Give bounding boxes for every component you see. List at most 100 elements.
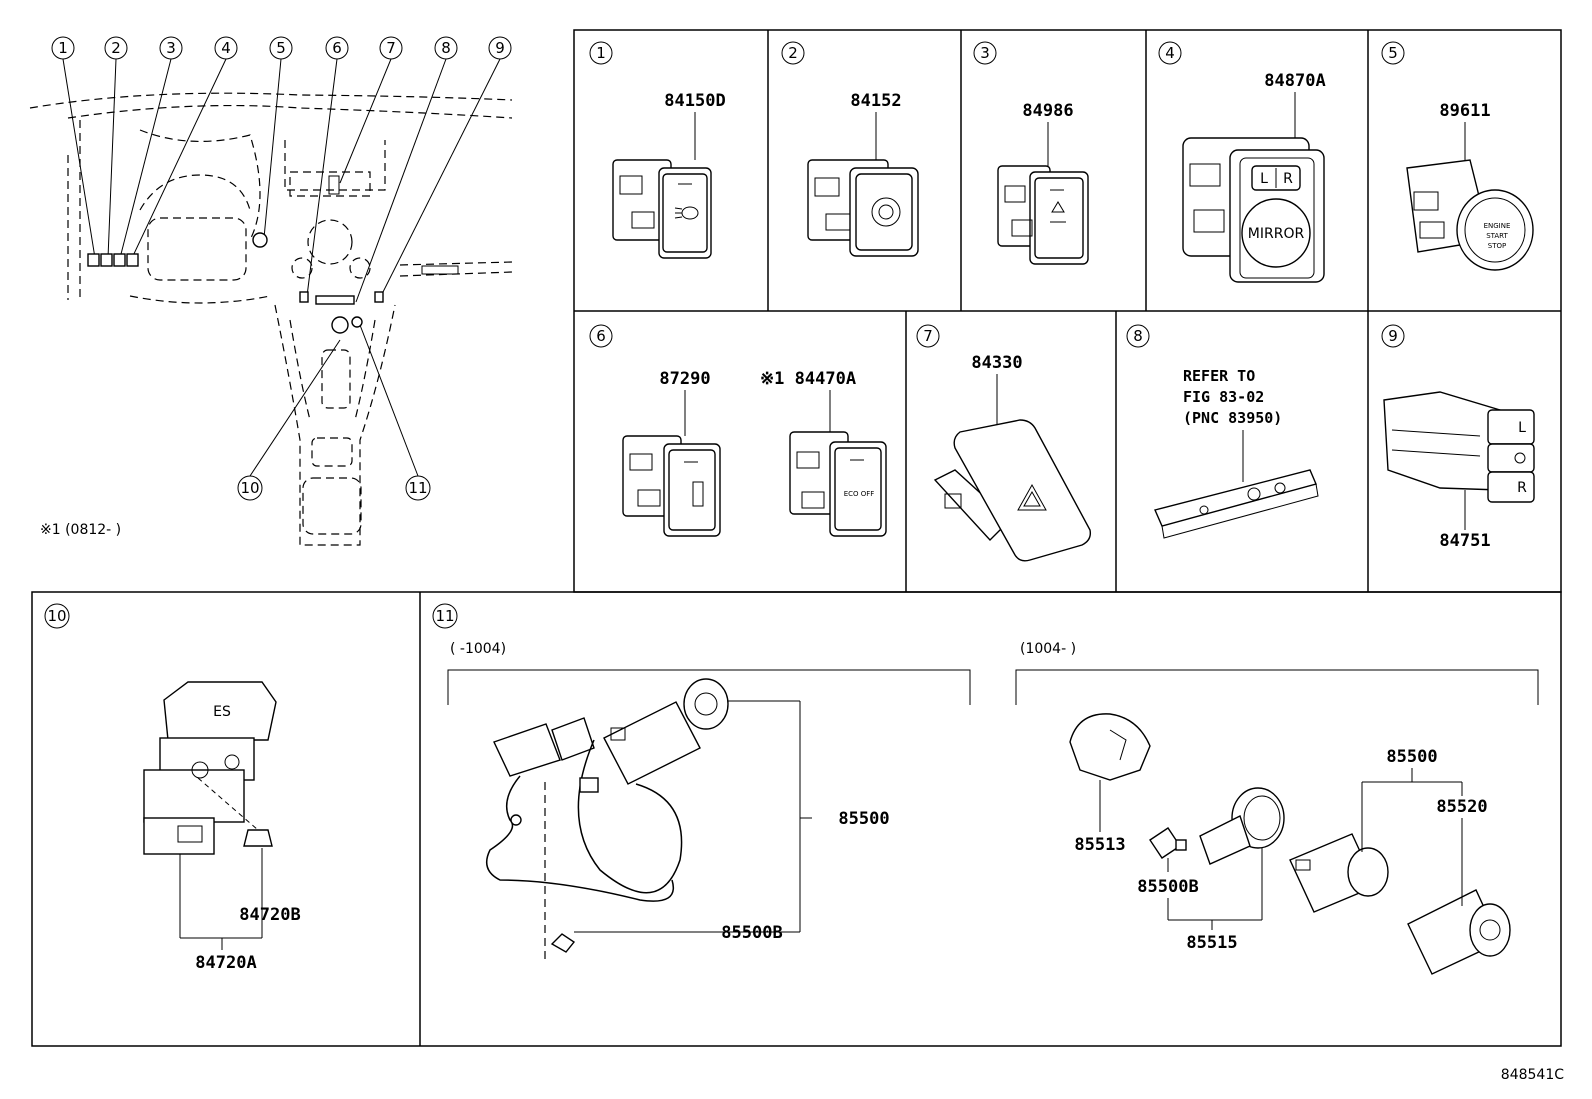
part-84751: 84751	[1439, 531, 1490, 551]
panel-3-callout: 3	[973, 41, 997, 65]
dashboard-outline	[29, 92, 513, 546]
dashboard-overview: 1 2 3 4 5 6 7 8 9 10 11	[29, 36, 513, 546]
vsc-off-switch-drawing	[997, 165, 1089, 265]
part-85500-right: 85500	[1386, 747, 1437, 767]
part-84152: 84152	[850, 91, 901, 111]
part-89611: 89611	[1439, 101, 1490, 121]
switch-87290-drawing	[622, 435, 721, 537]
panel-7-callout: 7	[916, 324, 940, 348]
part-87290: 87290	[659, 369, 710, 389]
svg-text:2: 2	[788, 44, 798, 62]
eco-off-switch-drawing: ECO OFF	[789, 431, 887, 537]
hazard-switch-drawing	[933, 419, 1092, 562]
svg-text:8: 8	[441, 39, 451, 57]
svg-text:11: 11	[435, 607, 454, 625]
overview-callout-6: 6	[325, 36, 349, 60]
panel-8: 8 REFER TO FIG 83-02 (PNC 83950)	[1126, 324, 1319, 539]
refer-line-3: (PNC 83950)	[1183, 409, 1282, 427]
eco-off-label: ECO OFF	[844, 490, 875, 498]
svg-text:1: 1	[58, 39, 68, 57]
svg-text:5: 5	[276, 39, 286, 57]
lighter-assembly-drawing	[485, 678, 729, 960]
panel-11: 11 ( -1004) (1004- ) 85500 85500B	[432, 603, 1539, 975]
part-84720A: 84720A	[195, 953, 256, 973]
overview-leaders	[62, 58, 501, 477]
overview-callout-5: 5	[269, 36, 293, 60]
svg-text:10: 10	[47, 607, 66, 625]
overview-callout-7: 7	[379, 36, 403, 60]
svg-text:7: 7	[386, 39, 396, 57]
panel-borders	[31, 29, 1562, 1047]
seat-label-r: R	[1517, 480, 1527, 496]
overview-note: ※1 (0812- )	[40, 522, 121, 538]
part-84720B: 84720B	[239, 905, 300, 925]
es-switch-drawing: ES	[143, 681, 277, 855]
svg-text:10: 10	[240, 479, 259, 497]
svg-text:6: 6	[596, 327, 606, 345]
diagram-id: 848541C	[1501, 1067, 1564, 1083]
part-84870A: 84870A	[1264, 71, 1325, 91]
panel-2-callout: 2	[781, 41, 805, 65]
svg-text:3: 3	[166, 39, 176, 57]
svg-text:2: 2	[111, 39, 121, 57]
range-right: (1004- )	[1020, 641, 1076, 657]
part-84150D: 84150D	[664, 91, 725, 111]
panel-2: 2 84152	[781, 41, 919, 257]
svg-text:6: 6	[332, 39, 342, 57]
panel-10: 10 ES 84720B 84720A	[44, 603, 301, 973]
overview-callout-4: 4	[214, 36, 238, 60]
overview-switches	[87, 232, 384, 334]
push-start-switch-drawing: ENGINE START STOP	[1406, 159, 1534, 271]
panel-9: 9 L R 84751	[1381, 324, 1535, 551]
part-84470A: ※1 84470A	[760, 369, 856, 389]
start-label-3: STOP	[1488, 242, 1506, 250]
panel-6-callout: 6	[589, 324, 613, 348]
overview-callout-3: 3	[159, 36, 183, 60]
mirror-label: MIRROR	[1248, 226, 1305, 242]
svg-text:9: 9	[1388, 327, 1398, 345]
part-84330: 84330	[971, 353, 1022, 373]
svg-text:1: 1	[596, 44, 606, 62]
start-label-2: START	[1486, 232, 1508, 240]
panel-3: 3 84986	[973, 41, 1089, 265]
panel-4: 4 84870A L R MIRROR	[1158, 41, 1326, 283]
part-84986: 84986	[1022, 101, 1073, 121]
part-85500B-left: 85500B	[721, 923, 782, 943]
panel-10-callout: 10	[44, 603, 70, 629]
refer-line-2: FIG 83-02	[1183, 388, 1264, 406]
part-85515: 85515	[1186, 933, 1237, 953]
svg-text:4: 4	[221, 39, 231, 57]
mirror-label-l: L	[1260, 171, 1268, 187]
svg-text:8: 8	[1133, 327, 1143, 345]
panel-11-callout: 11	[432, 603, 458, 629]
panel-9-callout: 9	[1381, 324, 1405, 348]
headlamp-leveling-switch-drawing	[807, 159, 919, 257]
panel-7: 7 84330	[916, 324, 1092, 562]
panel-6: 6 87290 ※1 84470A ECO OFF	[589, 324, 887, 537]
range-left: ( -1004)	[450, 641, 506, 657]
panel-8-callout: 8	[1126, 324, 1150, 348]
overview-callout-10: 10	[237, 475, 263, 501]
seat-label-l: L	[1518, 420, 1526, 436]
panel-1-callout: 1	[589, 41, 613, 65]
es-label: ES	[213, 704, 231, 720]
part-85500-left: 85500	[838, 809, 889, 829]
svg-text:3: 3	[980, 44, 990, 62]
svg-text:9: 9	[495, 39, 505, 57]
svg-text:5: 5	[1388, 44, 1398, 62]
fog-light-switch-drawing	[612, 159, 712, 259]
lighter-components-drawing	[1069, 713, 1511, 975]
panel-5: 5 89611 ENGINE START STOP	[1381, 41, 1534, 271]
svg-text:7: 7	[923, 327, 933, 345]
overview-callout-2: 2	[104, 36, 128, 60]
overview-callout-9: 9	[488, 36, 512, 60]
svg-text:11: 11	[408, 479, 427, 497]
part-85520: 85520	[1436, 797, 1487, 817]
part-85500B-right: 85500B	[1137, 877, 1198, 897]
panel-1: 1 84150D	[589, 41, 726, 259]
panel-5-callout: 5	[1381, 41, 1405, 65]
overview-callout-11: 11	[405, 475, 431, 501]
panel-4-callout: 4	[1158, 41, 1182, 65]
refer-line-1: REFER TO	[1183, 367, 1255, 385]
